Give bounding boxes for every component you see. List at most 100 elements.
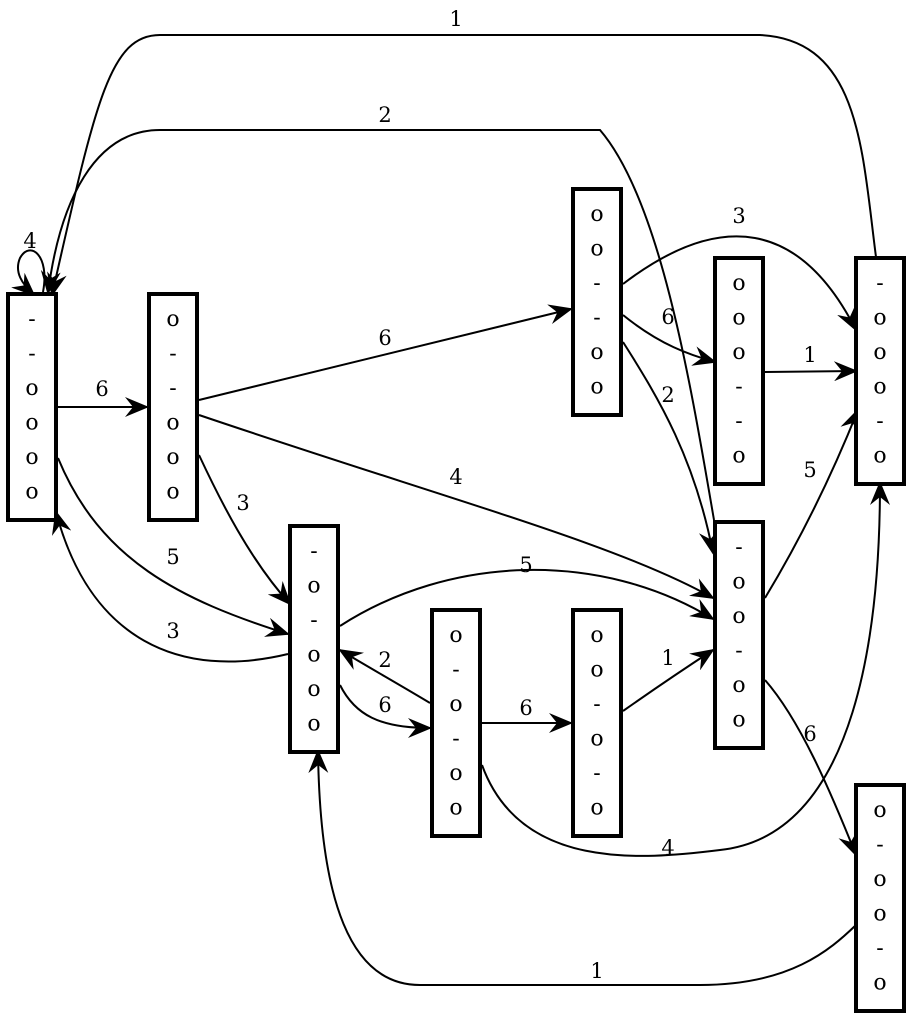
edge-label-j-to-f: 1 xyxy=(590,959,603,983)
state-symbol: - xyxy=(310,539,317,564)
state-symbol: o xyxy=(873,340,886,365)
edge-label-i-to-a: 2 xyxy=(378,103,391,127)
edge-label-c-to-e: 3 xyxy=(732,204,745,228)
edge-g-to-e xyxy=(481,481,890,857)
edge-j-to-f xyxy=(308,749,857,986)
state-symbol: o xyxy=(873,798,886,823)
state-symbol: o xyxy=(590,237,603,262)
state-symbol: o xyxy=(732,306,745,331)
state-symbol: - xyxy=(593,692,600,717)
state-symbol: - xyxy=(876,409,883,434)
edge-label-a-to-a: 4 xyxy=(23,229,36,253)
edge-c-to-e xyxy=(622,235,857,332)
state-symbol: - xyxy=(876,271,883,296)
state-symbol: o xyxy=(166,411,179,436)
edge-label-g-to-e: 4 xyxy=(661,836,674,860)
state-symbol: - xyxy=(310,608,317,633)
state-symbol: o xyxy=(25,445,38,470)
state-symbol: o xyxy=(590,340,603,365)
edge-i-to-a xyxy=(40,129,715,521)
edge-d-to-e xyxy=(764,361,858,382)
state-node-b: o--ooo xyxy=(147,292,199,522)
state-symbol: o xyxy=(590,623,603,648)
state-symbol: - xyxy=(28,307,35,332)
state-box xyxy=(147,292,199,522)
edge-b-to-f xyxy=(198,454,292,606)
state-symbol: o xyxy=(590,375,603,400)
state-symbol: - xyxy=(876,833,883,858)
state-box xyxy=(571,187,623,417)
edge-label-f-to-a: 3 xyxy=(166,619,179,643)
state-symbol: - xyxy=(735,409,742,434)
edge-label-i-to-j: 6 xyxy=(803,722,816,746)
edge-label-b-to-f: 3 xyxy=(236,491,249,515)
state-symbol: o xyxy=(590,658,603,683)
state-node-j: o-oo-o xyxy=(854,783,906,1013)
state-symbol: o xyxy=(166,480,179,505)
state-box xyxy=(854,783,906,1013)
state-symbol: o xyxy=(732,340,745,365)
edge-label-i-to-e: 5 xyxy=(803,458,816,482)
state-symbol: - xyxy=(452,658,459,683)
edge-label-f-to-i: 5 xyxy=(519,553,532,577)
state-box xyxy=(430,608,482,838)
state-node-f: -o-ooo xyxy=(288,524,340,754)
edge-i-to-j xyxy=(764,679,858,857)
state-symbol: o xyxy=(449,796,462,821)
state-symbol: - xyxy=(593,306,600,331)
edge-e-to-a xyxy=(47,34,877,297)
state-symbol: - xyxy=(735,535,742,560)
state-box xyxy=(854,256,906,486)
edge-label-d-to-e: 1 xyxy=(803,343,816,367)
edge-f-to-a xyxy=(51,510,289,663)
edge-label-g-to-h: 6 xyxy=(519,696,532,720)
state-symbol: o xyxy=(732,673,745,698)
state-node-g: o-o-oo xyxy=(430,608,482,838)
state-symbol: o xyxy=(307,677,320,702)
state-symbol: - xyxy=(169,376,176,401)
edge-label-h-to-i: 1 xyxy=(661,646,674,670)
state-box xyxy=(6,292,58,522)
state-symbol: o xyxy=(307,574,320,599)
edge-label-c-to-i: 2 xyxy=(661,383,674,407)
state-symbol: o xyxy=(732,570,745,595)
state-symbol: - xyxy=(169,342,176,367)
state-box xyxy=(288,524,340,754)
state-symbol: o xyxy=(307,643,320,668)
state-node-e: -ooo-o xyxy=(854,256,906,486)
edge-label-a-to-f: 5 xyxy=(166,545,179,569)
edge-g-to-f xyxy=(338,648,431,704)
state-symbol: - xyxy=(593,761,600,786)
state-symbol: - xyxy=(452,727,459,752)
edge-f-to-i xyxy=(339,568,715,627)
state-box xyxy=(713,520,765,750)
state-node-i: -oo-oo xyxy=(713,520,765,750)
state-symbol: - xyxy=(735,375,742,400)
state-symbol: o xyxy=(732,708,745,733)
state-symbol: o xyxy=(166,445,179,470)
state-symbol: o xyxy=(732,444,745,469)
edge-c-to-d xyxy=(622,314,717,366)
state-symbol: o xyxy=(590,727,603,752)
edge-a-to-a xyxy=(11,249,46,297)
state-symbol: - xyxy=(28,342,35,367)
edge-label-b-to-i: 4 xyxy=(449,465,462,489)
state-symbol: o xyxy=(732,271,745,296)
state-node-h: oo-o-o xyxy=(571,608,623,838)
edges-layer xyxy=(11,34,890,986)
edge-h-to-i xyxy=(622,648,715,712)
state-symbol: o xyxy=(590,202,603,227)
state-symbol: o xyxy=(449,692,462,717)
edge-b-to-i xyxy=(198,414,715,599)
state-symbol: o xyxy=(873,375,886,400)
state-symbol: o xyxy=(590,796,603,821)
state-node-c: oo--oo xyxy=(571,187,623,417)
edge-c-to-i xyxy=(622,341,719,555)
state-symbol: o xyxy=(166,307,179,332)
edge-label-c-to-d: 6 xyxy=(661,305,674,329)
edge-b-to-c xyxy=(198,304,573,401)
state-node-d: ooo--o xyxy=(713,256,765,486)
state-symbol: - xyxy=(593,271,600,296)
state-symbol: o xyxy=(873,867,886,892)
